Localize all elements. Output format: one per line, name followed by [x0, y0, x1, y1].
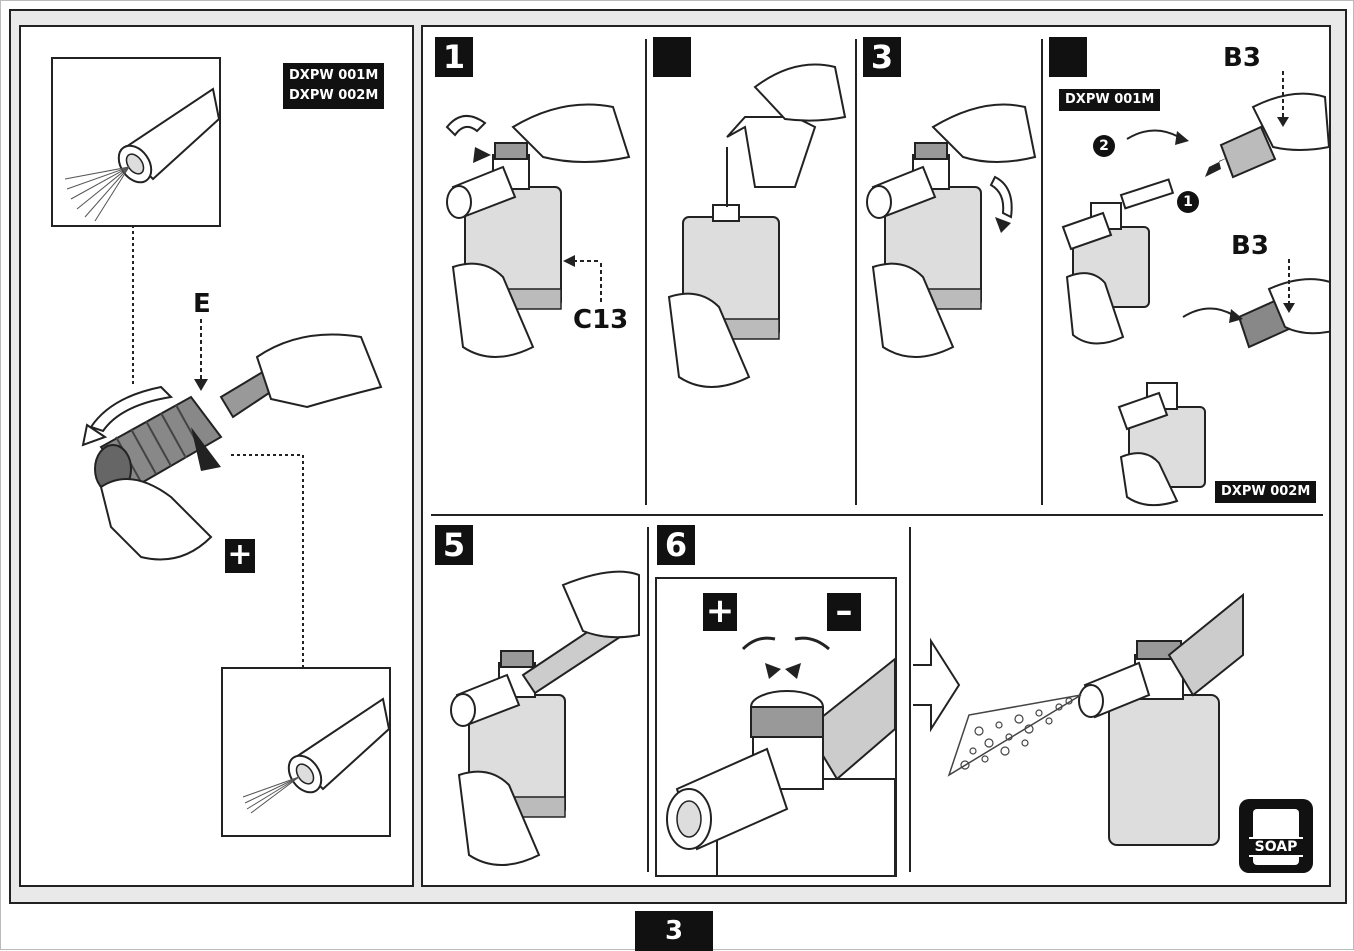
- narrow-spray-nozzle-illustration: [242, 697, 391, 814]
- divider: [645, 39, 647, 505]
- soap-label: SOAP: [1249, 837, 1303, 857]
- nozzle-twist-illustration: [81, 333, 383, 561]
- page-number: 3: [635, 911, 713, 951]
- callout-b3-bottom: B3: [1231, 231, 1269, 261]
- divider: [647, 527, 649, 872]
- step-4-attach-lance-illustration: [1061, 71, 1329, 507]
- step-6-adjust-knob-illustration: [666, 636, 895, 875]
- step-number-6: 6: [657, 525, 695, 565]
- spray-foam-result-illustration: [913, 592, 1244, 846]
- adjust-foam-inset: + –: [655, 577, 897, 877]
- step-2-fill-bottle-illustration: [667, 63, 847, 388]
- model-label-001m: DXPW 001M: [289, 68, 379, 83]
- plus-icon: +: [225, 539, 255, 573]
- model-label-box: DXPW 001M DXPW 002M: [283, 63, 385, 109]
- step-number-3: 3: [863, 37, 901, 77]
- step-number-4: [1049, 37, 1087, 77]
- dotted-connectors: [132, 225, 304, 667]
- divider: [855, 39, 857, 505]
- nozzle-adjust-panel: DXPW 001M DXPW 002M E: [19, 25, 414, 887]
- narrow-spray-inset: [221, 667, 391, 837]
- divider: [909, 527, 911, 872]
- wide-spray-nozzle-illustration: [64, 87, 221, 222]
- callout-b3-top: B3: [1223, 43, 1261, 73]
- minus-icon: –: [827, 593, 861, 631]
- sequence-step-1-icon: 1: [1177, 191, 1199, 213]
- step-1-unscrew-cap-illustration: [445, 103, 631, 358]
- step-number-1: 1: [435, 37, 473, 77]
- step-5-connect-gun-illustration: [450, 570, 640, 866]
- model-label-001m: DXPW 001M: [1059, 89, 1161, 111]
- model-label-002m: DXPW 002M: [289, 88, 379, 103]
- step-number-5: 5: [435, 525, 473, 565]
- divider: [1041, 39, 1043, 505]
- callout-c13: C13: [573, 305, 629, 335]
- foam-lance-steps-panel: 1 C13 3: [421, 25, 1331, 887]
- step-number-2: [653, 37, 691, 77]
- wide-spray-inset: [51, 57, 221, 227]
- plus-icon: +: [703, 593, 737, 631]
- soap-icon: SOAP: [1239, 799, 1313, 873]
- callout-e: E: [193, 289, 211, 319]
- step-3-tighten-cap-illustration: [866, 103, 1037, 358]
- model-label-002m: DXPW 002M: [1215, 481, 1317, 503]
- divider: [431, 514, 1323, 516]
- sequence-step-2-icon: 2: [1093, 135, 1115, 157]
